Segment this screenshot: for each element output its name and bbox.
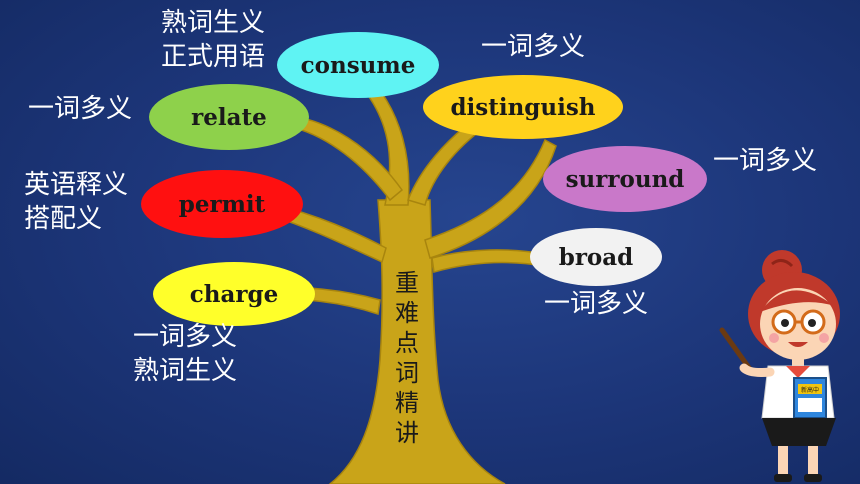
note-relate: 一词多义 <box>28 94 133 124</box>
word-consume: consume <box>300 51 416 79</box>
note-consume: 熟词生义 正式用语 <box>161 6 265 74</box>
note-permit-line2: 搭配义 <box>24 204 103 234</box>
word-bubble-broad[interactable]: broad <box>530 228 662 286</box>
note-charge-line1: 一词多义 <box>133 322 238 352</box>
tree-trunk <box>328 199 506 484</box>
word-bubble-relate[interactable]: relate <box>149 84 309 150</box>
note-permit: 英语释义 搭配义 <box>24 168 128 236</box>
word-charge: charge <box>189 280 279 308</box>
word-permit: permit <box>178 190 266 218</box>
word-surround: surround <box>565 165 685 193</box>
note-charge-line2: 熟词生义 <box>133 356 238 386</box>
word-bubble-charge[interactable]: charge <box>153 262 315 326</box>
note-distinguish: 一词多义 <box>481 32 586 62</box>
word-relate: relate <box>191 103 267 131</box>
note-charge: 一词多义 熟词生义 <box>133 320 237 388</box>
word-bubble-permit[interactable]: permit <box>141 170 303 238</box>
note-surround: 一词多义 <box>713 146 818 176</box>
note-permit-line1: 英语释义 <box>24 170 129 200</box>
word-distinguish: distinguish <box>450 93 596 121</box>
trunk-title: 重难点词精讲 <box>395 269 419 447</box>
word-bubble-surround[interactable]: surround <box>543 146 707 212</box>
note-consume-line2: 正式用语 <box>161 42 266 72</box>
branch-surround <box>424 138 557 259</box>
teacher-illustration: 新高中 <box>719 250 840 482</box>
word-bubble-consume[interactable]: consume <box>277 32 439 98</box>
book-label: 新高中 <box>801 386 819 394</box>
branch-broad <box>431 249 546 273</box>
word-bubble-distinguish[interactable]: distinguish <box>423 75 623 139</box>
note-consume-line1: 熟词生义 <box>161 8 266 38</box>
note-broad: 一词多义 <box>544 289 649 319</box>
word-broad: broad <box>558 243 634 271</box>
